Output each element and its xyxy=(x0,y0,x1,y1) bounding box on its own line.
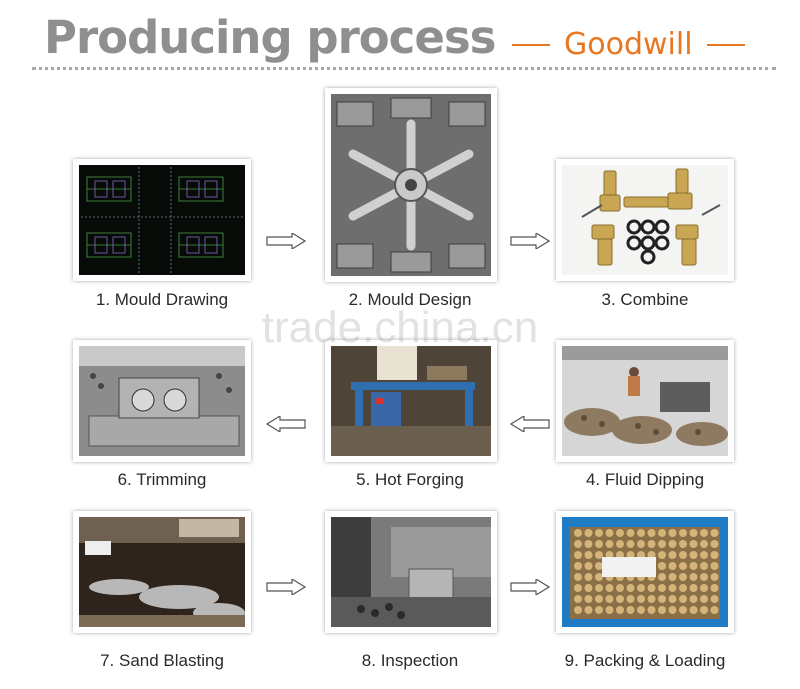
step-2-image xyxy=(325,88,497,282)
step-4-label: 4. Fluid Dipping xyxy=(585,470,705,489)
brand-dash-left xyxy=(512,44,550,46)
step-9-image xyxy=(556,511,734,633)
step-8-label: 8. Inspection xyxy=(361,651,459,670)
arrow-left-icon xyxy=(266,416,306,432)
step-2-label: 2. Mould Design xyxy=(348,290,472,309)
step-3-label: 3. Combine xyxy=(601,290,689,309)
dotted-divider xyxy=(32,67,776,70)
step-8-image xyxy=(325,511,497,633)
step-1-label: 1. Mould Drawing xyxy=(95,290,229,309)
arrow-right-icon xyxy=(510,579,550,595)
step-5-label: 5. Hot Forging xyxy=(356,470,464,489)
step-6-image xyxy=(73,340,251,462)
brand-name: Goodwill xyxy=(564,27,693,62)
brand-logo: Goodwill xyxy=(512,22,745,68)
watermark-text: trade.china.cn xyxy=(261,303,539,352)
arrow-right-icon xyxy=(266,579,306,595)
step-3-image xyxy=(556,159,734,281)
page-title: Producing process xyxy=(44,11,496,64)
step-4-image xyxy=(556,340,734,462)
step-7-label: 7. Sand Blasting xyxy=(100,651,224,670)
step-7-image xyxy=(73,511,251,633)
brand-dash-right xyxy=(706,44,745,46)
step-5-image xyxy=(325,340,497,462)
arrow-right-icon xyxy=(266,233,306,249)
arrow-right-icon xyxy=(510,233,550,249)
step-6-label: 6. Trimming xyxy=(117,470,207,489)
step-9-label: 9. Packing & Loading xyxy=(564,651,726,670)
arrow-left-icon xyxy=(510,416,550,432)
step-1-image xyxy=(73,159,251,281)
